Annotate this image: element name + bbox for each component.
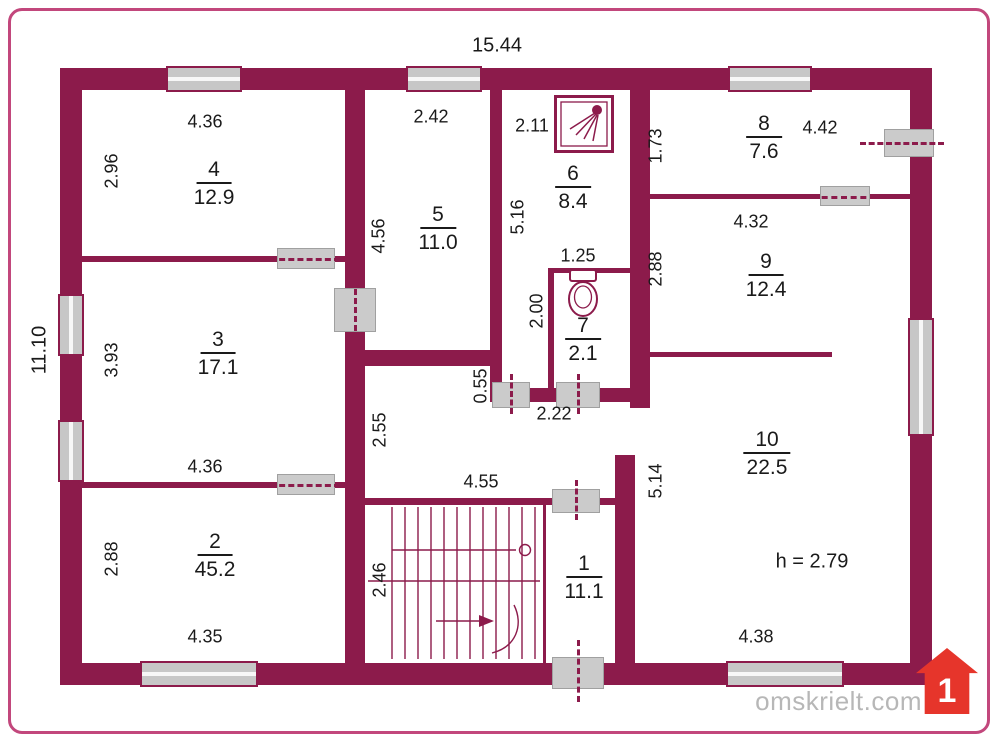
room-2-label: 2 45.2 xyxy=(195,530,236,581)
door-entrance-dash xyxy=(577,640,580,702)
dim-room1-height: 2.46 xyxy=(369,562,390,598)
dim-room5-width: 2.42 xyxy=(413,106,449,127)
plan-border-frame xyxy=(8,8,990,734)
room-9-label: 9 12.4 xyxy=(746,250,787,301)
window-right-room10 xyxy=(908,318,934,436)
door-room3-room5-dash xyxy=(354,280,357,340)
wall-stairs-right-line xyxy=(543,505,546,663)
room-area: 8.4 xyxy=(558,190,588,214)
dim-room9-height: 2.88 xyxy=(645,251,666,287)
dim-total-width: 15.44 xyxy=(471,34,523,57)
wall-stairs-top xyxy=(365,498,615,505)
dim-room8-height: 1.73 xyxy=(645,128,666,164)
wall-outer-left xyxy=(60,68,82,685)
wall-room1-right xyxy=(615,455,635,663)
room-number: 10 xyxy=(743,428,791,455)
room-area: 11.1 xyxy=(564,580,604,604)
door-room2-room3-dash xyxy=(270,484,340,487)
dim-toilet-height: 2.00 xyxy=(526,293,547,329)
floor-number: 1 xyxy=(937,672,957,710)
wall-between-3-2 xyxy=(82,482,345,488)
dim-room1-width: 4.55 xyxy=(463,471,499,492)
room-1-label: 1 11.1 xyxy=(564,552,603,603)
wall-below-room5 xyxy=(345,350,502,366)
room-3-label: 3 17.1 xyxy=(198,328,239,379)
room-area: 11.0 xyxy=(418,231,458,255)
room-area: 45.2 xyxy=(194,558,236,582)
room-number: 6 xyxy=(555,162,591,189)
room-number: 5 xyxy=(420,203,456,230)
door-toilet-dash xyxy=(577,374,580,414)
ceiling-height-note: h = 2.79 xyxy=(775,550,849,573)
door-room8-room9-dash xyxy=(812,196,876,199)
toilet-icon xyxy=(568,269,598,317)
room-area: 17.1 xyxy=(197,356,239,380)
room-area: 7.6 xyxy=(749,140,779,164)
watermark-text: omskrielt.com xyxy=(755,686,922,716)
wall-middle-right-vertical xyxy=(630,90,650,408)
dim-toilet-width: 1.25 xyxy=(560,245,596,266)
dim-room10-width: 4.38 xyxy=(738,626,774,647)
door-hall-room1-dash xyxy=(575,480,578,520)
room-number: 9 xyxy=(748,250,784,277)
room-area: 12.4 xyxy=(745,278,787,302)
dim-room2-height: 2.88 xyxy=(101,541,122,577)
door-room6-hall-dash xyxy=(510,374,513,414)
room-6-label: 6 8.4 xyxy=(555,162,591,213)
dim-room2-width: 4.36 xyxy=(187,456,223,477)
room-number: 3 xyxy=(200,328,236,355)
room-8-label: 8 7.6 xyxy=(746,112,782,163)
dim-hall-height: 2.55 xyxy=(369,412,390,448)
dim-room4-width: 4.36 xyxy=(187,111,223,132)
room-area: 22.5 xyxy=(746,456,788,480)
dim-room10-height: 5.14 xyxy=(645,463,666,499)
dim-room5-height: 4.56 xyxy=(368,218,389,254)
room-7-label: 7 2.1 xyxy=(565,314,601,365)
wall-between-4-3 xyxy=(82,256,345,262)
wall-left-column-vertical xyxy=(345,90,365,663)
room-number: 7 xyxy=(565,314,601,341)
dim-room2-width-bottom: 4.35 xyxy=(187,626,223,647)
dim-room6-height: 5.16 xyxy=(507,199,528,235)
wall-outer-bottom xyxy=(60,663,932,685)
dim-room6-width: 2.11 xyxy=(515,115,549,136)
wall-between-5-6 xyxy=(490,90,502,390)
wall-between-8-9 xyxy=(650,194,910,199)
dim-room4-height: 2.96 xyxy=(101,153,122,189)
wall-between-9-10 xyxy=(650,352,832,357)
dim-room9-width: 4.32 xyxy=(733,211,769,232)
room-area: 2.1 xyxy=(568,342,598,366)
window-left-room3-lower xyxy=(58,420,84,482)
dim-total-height: 11.10 xyxy=(28,325,51,375)
dim-toilet-wall: 0.55 xyxy=(470,368,491,404)
wall-toilet-left xyxy=(548,268,554,388)
dim-toilet-bottom: 2.22 xyxy=(536,403,572,424)
room-number: 1 xyxy=(566,552,602,579)
dim-room8-width: 4.42 xyxy=(802,117,838,138)
window-left-room3-upper xyxy=(58,294,84,356)
shower-icon xyxy=(554,95,614,153)
room-area: 12.9 xyxy=(193,186,235,210)
door-room4-room3-dash xyxy=(270,258,340,261)
dim-room3-height: 3.93 xyxy=(101,342,122,378)
room-4-label: 4 12.9 xyxy=(194,158,235,209)
window-top-room4 xyxy=(166,66,242,92)
window-top-room5 xyxy=(406,66,482,92)
window-top-room8 xyxy=(728,66,812,92)
room-number: 8 xyxy=(746,112,782,139)
room-5-label: 5 11.0 xyxy=(418,203,457,254)
stairs-icon xyxy=(368,507,540,659)
door-room8-balcony-dash xyxy=(860,142,944,145)
room-number: 4 xyxy=(196,158,232,185)
window-bottom-room2 xyxy=(140,661,258,687)
room-10-label: 10 22.5 xyxy=(743,428,791,480)
window-bottom-room10 xyxy=(726,661,844,687)
room-number: 2 xyxy=(197,530,233,557)
wall-outer-top xyxy=(60,68,932,90)
